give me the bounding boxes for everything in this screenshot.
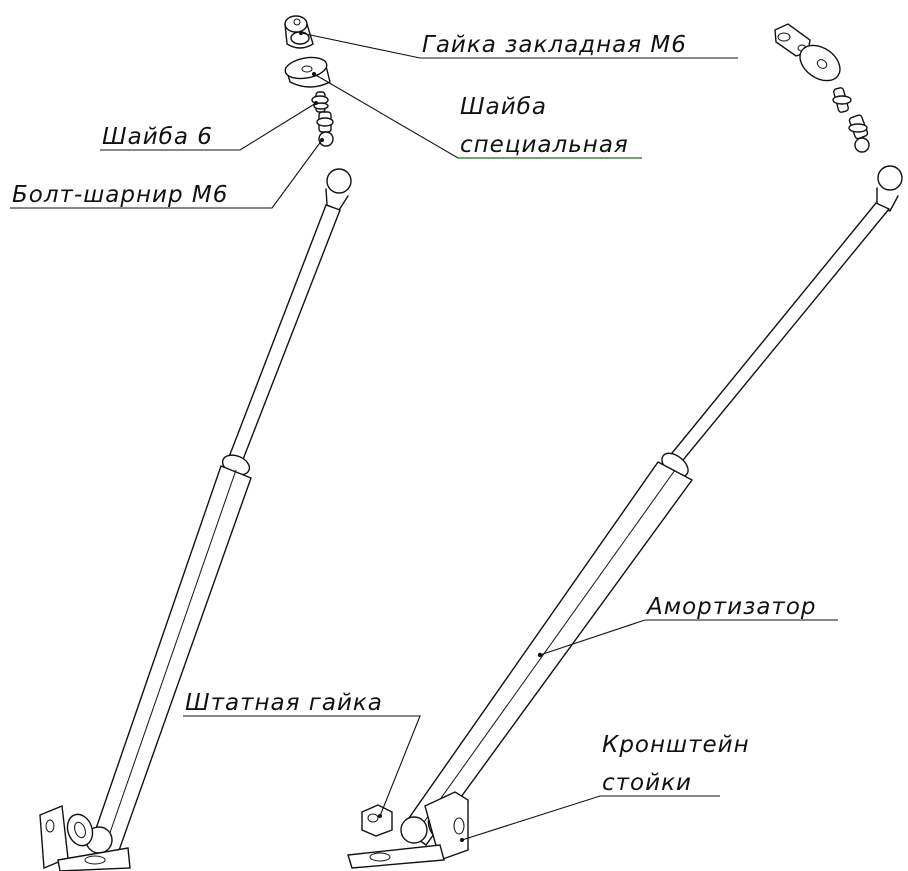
callout-special-washer: Шайба специальная — [312, 72, 642, 159]
right-bracket — [347, 791, 469, 869]
right-special-washer — [799, 44, 841, 82]
callout-bolt-hinge: Болт-шарнир М6 — [10, 138, 324, 209]
label-bolt-hinge: Болт-шарнир М6 — [12, 182, 228, 208]
label-standard-nut: Штатная гайка — [185, 690, 383, 716]
label-special-washer-line2: специальная — [460, 132, 629, 158]
left-embedded-nut — [284, 15, 314, 49]
right-standard-nut — [361, 804, 393, 837]
callout-washer-6: Шайба 6 — [100, 101, 318, 151]
label-special-washer-line1: Шайба — [460, 94, 547, 120]
callout-bracket: Кронштейн стойки — [460, 732, 750, 842]
label-bracket-line1: Кронштейн — [602, 732, 750, 758]
callout-standard-nut: Штатная гайка — [183, 690, 421, 818]
left-special-washer — [284, 56, 331, 88]
left-assembly — [39, 15, 352, 871]
label-washer-6: Шайба 6 — [102, 124, 213, 150]
callout-nut-embedded: Гайка закладная М6 — [299, 31, 738, 59]
label-bracket-line2: стойки — [602, 770, 692, 796]
left-strut — [66, 168, 352, 857]
label-nut-embedded: Гайка закладная М6 — [422, 32, 687, 58]
right-assembly — [347, 23, 903, 869]
right-bolt-hinge — [848, 114, 870, 153]
right-washer-6 — [832, 87, 852, 113]
right-strut — [400, 165, 903, 846]
left-bolt-hinge — [316, 111, 334, 147]
label-shock-absorber: Амортизатор — [645, 594, 817, 620]
left-bracket — [39, 805, 131, 871]
callout-shock-absorber: Амортизатор — [537, 594, 838, 658]
